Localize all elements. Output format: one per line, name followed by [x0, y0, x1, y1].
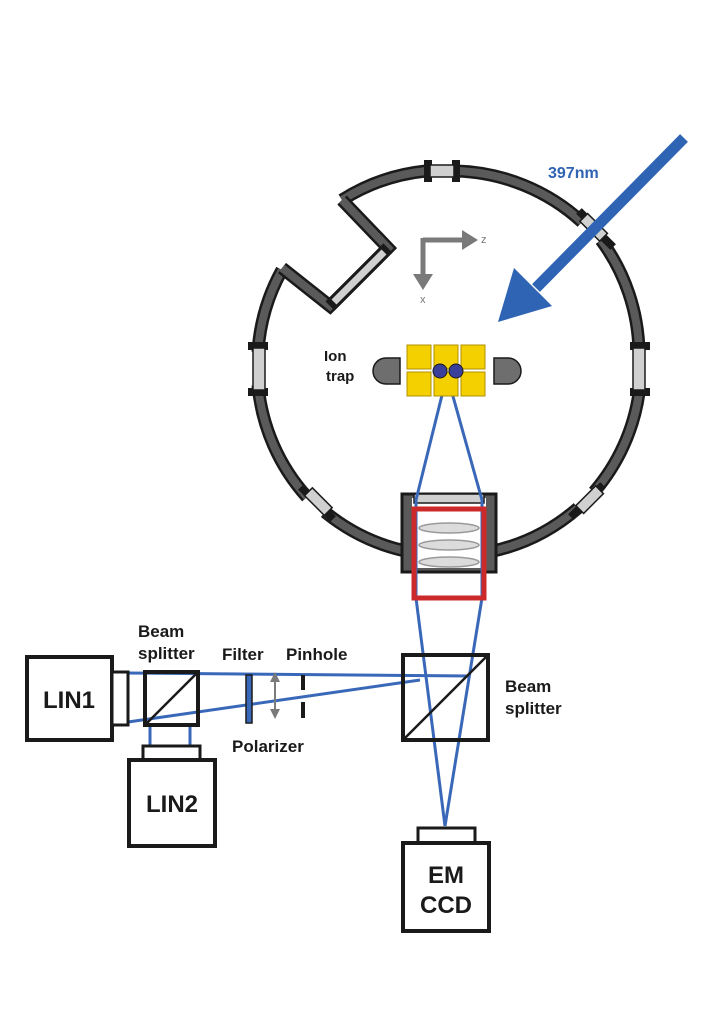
ion-trap: Ion trap: [324, 344, 522, 397]
lin1-label: LIN1: [43, 687, 95, 714]
laser-arrow-icon: [498, 268, 552, 322]
side-port: [277, 195, 398, 315]
coordinate-axes: z x: [413, 230, 487, 306]
viewport-right: [632, 347, 646, 391]
beam-splitter-left: Beam splitter: [138, 622, 200, 727]
objective-port-window: [413, 493, 485, 504]
viewport-left: [252, 347, 266, 391]
objective-lens: [411, 506, 487, 601]
polarizer-arrow-down-icon: [270, 709, 280, 719]
endcap-right: [493, 357, 522, 385]
polarizer-arrow-up-icon: [270, 672, 280, 682]
lin1-camera: LIN1: [25, 655, 130, 742]
filter-label: Filter: [222, 645, 264, 664]
z-arrow-icon: [462, 230, 478, 250]
viewport-lower-left: [303, 486, 334, 517]
side-port-window: [331, 249, 387, 305]
laser-label: 397nm: [548, 165, 599, 182]
polarizer: Polarizer: [232, 672, 304, 756]
emccd-label-line1: EM: [428, 862, 464, 889]
flange-tabs: [248, 160, 650, 522]
ion-trap-label-line1: Ion: [324, 348, 347, 365]
beam-splitter-left-label-line2: splitter: [138, 644, 195, 663]
ion-right: [448, 363, 464, 379]
beam-splitter-right-label-line2: splitter: [505, 699, 562, 718]
emccd-camera: EM CCD: [401, 826, 491, 933]
objective-frame: [411, 506, 487, 601]
pinhole-label: Pinhole: [286, 645, 347, 664]
lin2-camera: LIN2: [127, 744, 217, 848]
ion-left: [432, 363, 448, 379]
emccd-label-line2: CCD: [420, 892, 472, 919]
x-arrow-icon: [413, 274, 433, 290]
beam-splitter-right: Beam splitter: [401, 653, 562, 742]
polarizer-label: Polarizer: [232, 737, 304, 756]
pinhole: Pinhole: [286, 645, 347, 718]
z-axis-label: z: [481, 234, 487, 246]
ion-trap-label-line2: trap: [326, 368, 354, 385]
lin2-label: LIN2: [146, 791, 198, 818]
viewports: [252, 164, 646, 517]
endcap-left: [372, 357, 401, 385]
x-axis-label: x: [420, 294, 426, 306]
viewport-lower-right: [574, 484, 605, 515]
filter: Filter: [222, 645, 264, 724]
beam-splitter-left-label-line1: Beam: [138, 622, 184, 641]
laser-beam: 397nm: [498, 134, 688, 322]
beam-splitter-right-label-line1: Beam: [505, 677, 551, 696]
viewport-top: [429, 164, 455, 178]
